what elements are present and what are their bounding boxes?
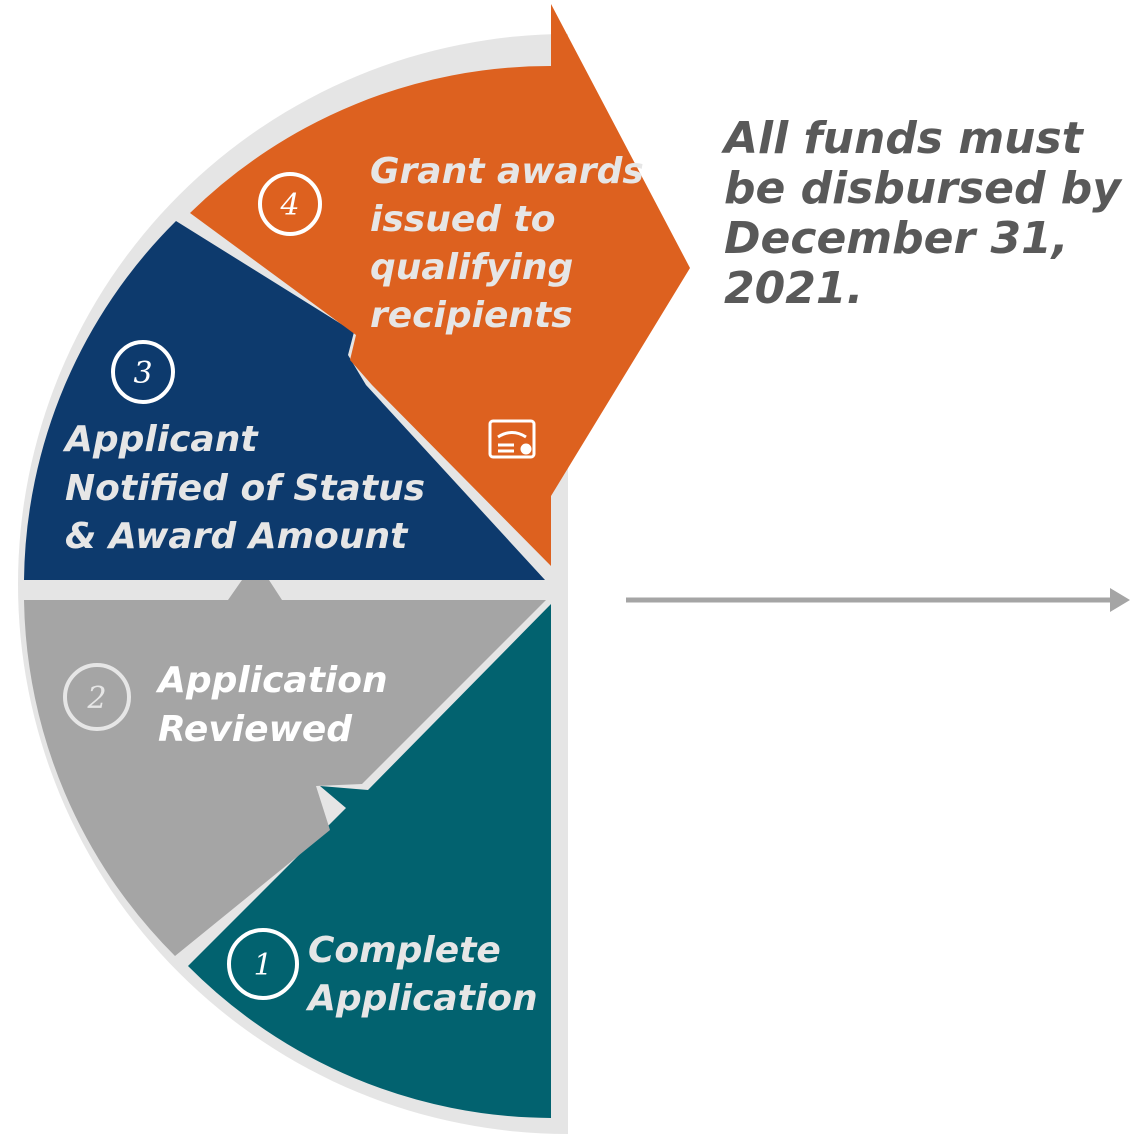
step-2-badge: 2 — [63, 663, 131, 731]
arrow-right-icon — [626, 588, 1130, 612]
svg-text:2: 2 — [86, 681, 106, 716]
svg-text:1: 1 — [253, 948, 272, 983]
certificate-icon — [488, 419, 536, 459]
step-1-badge: 1 — [227, 928, 299, 1000]
disbursement-note: All funds must be disbursed by December … — [724, 113, 1121, 314]
step-1-label: Complete Application — [305, 930, 538, 1019]
step-3-badge: 3 — [111, 340, 175, 404]
step-3-sector — [24, 221, 545, 580]
step-2-label: Application Reviewed — [155, 660, 400, 750]
step-4-sector — [190, 4, 690, 566]
step-4-badge: 4 — [258, 172, 322, 236]
svg-text:3: 3 — [133, 356, 152, 391]
step-3-label: Applicant Notified of Status & Award Amo… — [62, 419, 438, 557]
svg-text:4: 4 — [279, 188, 299, 223]
step-4-label: Grant awards issued to qualifying recipi… — [370, 151, 656, 336]
step-2-sector — [24, 560, 546, 956]
step-1-sector — [188, 604, 551, 1118]
